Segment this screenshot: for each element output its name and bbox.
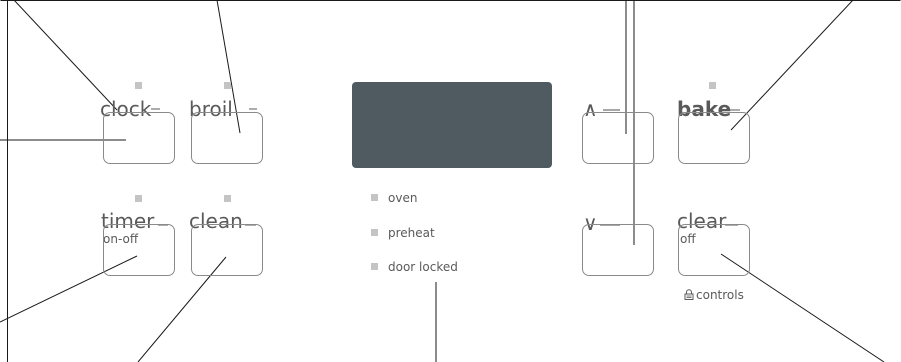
controls-lock-caption: controls xyxy=(684,288,744,302)
clean-button[interactable] xyxy=(191,224,263,276)
bake-button[interactable] xyxy=(678,112,750,164)
status-door-locked: door locked xyxy=(371,260,458,274)
status-oven-label: oven xyxy=(388,191,418,205)
digital-display xyxy=(352,82,552,168)
status-preheat-label: preheat xyxy=(388,226,435,240)
broil-indicator-light xyxy=(224,82,231,89)
leader-broil-key xyxy=(216,0,241,134)
clean-label: clean xyxy=(189,209,243,233)
clock-label: clock xyxy=(100,97,152,121)
clear-sublabel: off xyxy=(680,232,696,246)
timer-label: timer xyxy=(101,209,155,233)
oven-status-light xyxy=(371,194,378,201)
clear-off-button[interactable] xyxy=(678,224,750,276)
clock-indicator-light xyxy=(135,82,142,89)
clear-label: clear xyxy=(677,209,727,233)
up-arrow-button[interactable] xyxy=(582,112,654,164)
preheat-status-light xyxy=(371,229,378,236)
leader-clock-light xyxy=(13,0,118,111)
broil-label: broil xyxy=(189,97,233,121)
bake-indicator-light xyxy=(709,82,716,89)
leader-timer-key xyxy=(0,255,138,323)
timer-indicator-light xyxy=(135,195,142,202)
timer-sublabel: on-off xyxy=(103,232,139,246)
bake-label: bake xyxy=(677,97,732,121)
clean-indicator-light xyxy=(224,195,231,202)
door-locked-status-light xyxy=(371,263,378,270)
down-arrow-button[interactable] xyxy=(582,224,654,276)
clock-button[interactable] xyxy=(103,112,175,164)
status-door-locked-label: door locked xyxy=(388,260,458,274)
lock-icon xyxy=(684,289,694,300)
broil-button[interactable] xyxy=(191,112,263,164)
status-oven: oven xyxy=(371,191,417,205)
status-preheat: preheat xyxy=(371,226,435,240)
controls-lock-label: controls xyxy=(696,288,744,302)
leader-bake-key xyxy=(730,0,854,131)
leader-clean-key xyxy=(137,256,227,362)
timer-on-off-button[interactable] xyxy=(103,224,175,276)
